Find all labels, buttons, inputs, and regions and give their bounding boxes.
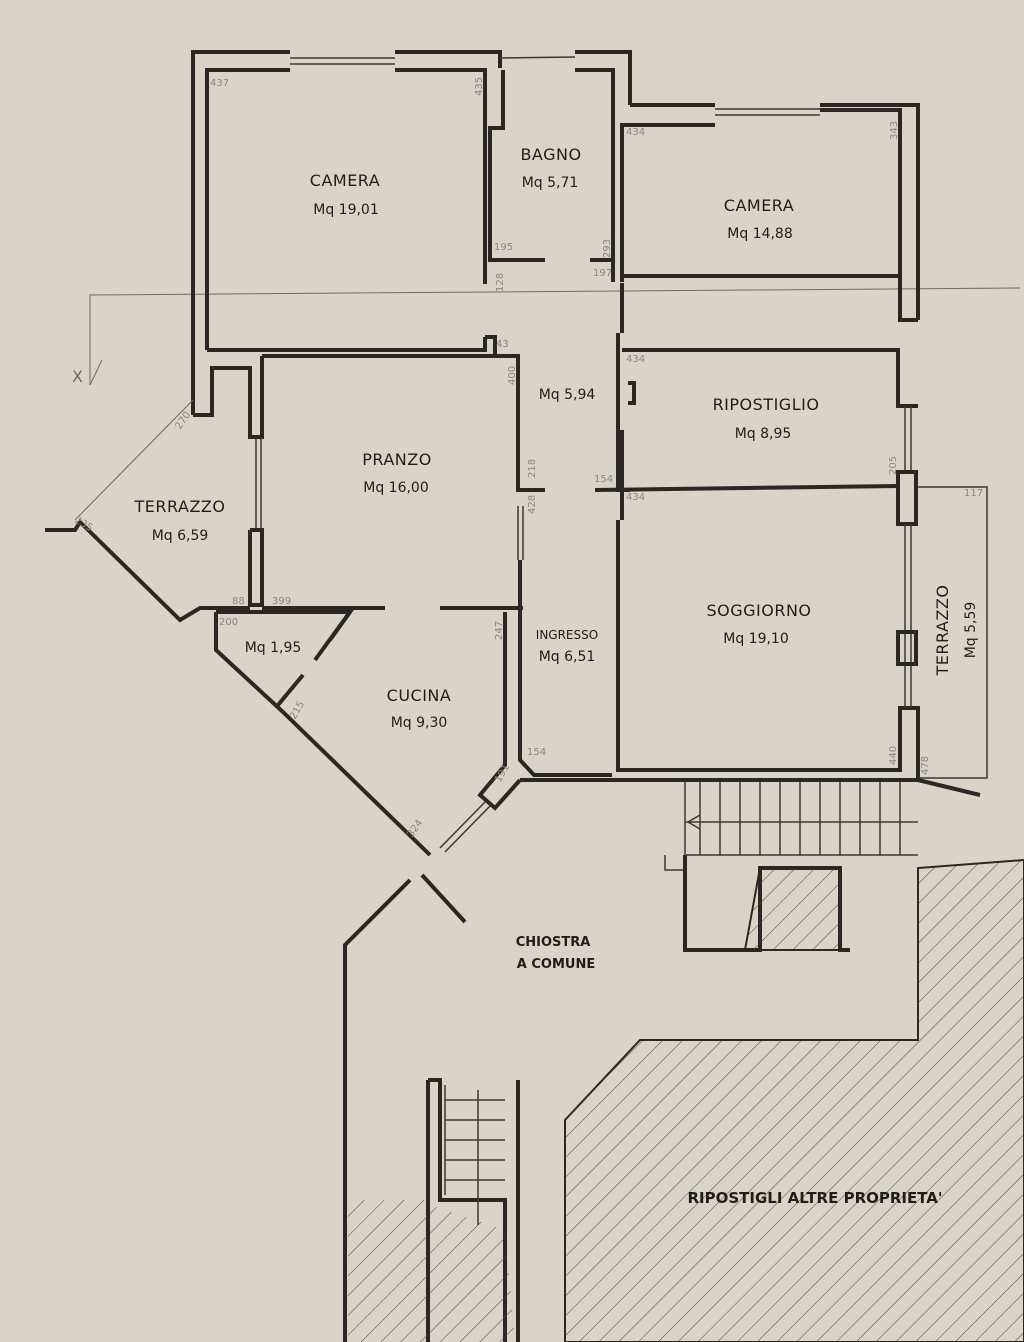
room-name: BAGNO [520,145,581,164]
room-camera-1: CAMERA Mq 19,01 [310,171,380,218]
chiostra-label-2: A COMUNE [517,957,595,972]
room-area: Mq 5,59 [963,602,979,659]
chiostra-label: CHIOSTRA [516,935,591,950]
dimension: 154 [527,747,546,758]
hatched-lower-mid [430,1205,515,1342]
dimension: 218 [527,459,538,478]
room-pranzo: PRANZO Mq 16,00 [362,450,432,496]
dimension: 440 [888,746,899,765]
room-terrazzo-1: TERRAZZO Mq 6,59 [134,497,226,544]
room-camera-2: CAMERA Mq 14,88 [724,196,794,242]
room-area: Mq 9,30 [391,715,448,731]
dimension: 437 [210,78,229,89]
room-name: SOGGIORNO [706,601,811,620]
dimension: 270 [173,410,193,432]
room-area: Mq 14,88 [727,226,793,242]
room-area: Mq 8,95 [735,426,792,442]
dimension: 200 [219,617,238,628]
section-line: X [72,287,1021,386]
room-area: Mq 16,00 [363,480,429,496]
dimension: 478 [920,756,931,775]
room-ripostiglio: RIPOSTIGLIO Mq 8,95 [713,395,820,442]
dimension: 434 [626,492,645,503]
room-terrazzo-2: TERRAZZO Mq 5,59 [933,585,979,677]
room-area: Mq 5,94 [539,387,596,403]
dimension: 215 [288,699,307,721]
dimension: 434 [626,127,645,138]
dimension: 117 [964,488,983,499]
room-name: CAMERA [310,171,380,190]
hatched-lower-left [348,1200,428,1342]
room-ingresso: INGRESSO Mq 6,51 [536,628,598,665]
room-ripostiglino: Mq 1,95 [245,640,302,656]
dimension: 128 [495,273,506,292]
room-name: TERRAZZO [933,585,952,677]
dimension: 324 [405,818,425,840]
staircase-upper [684,782,918,856]
dimension: 205 [888,456,899,475]
dimension: 191 [493,762,512,784]
dimension: 197 [593,268,612,279]
dimension: 435 [474,77,485,96]
room-name: PRANZO [362,450,432,469]
room-disimpegno: Mq 5,94 [539,387,596,403]
dimension: 428 [527,495,538,514]
dimension: 343 [889,121,900,140]
dimension: 247 [494,621,505,640]
room-name: TERRAZZO [134,497,226,516]
dimension: 195 [494,242,513,253]
room-area: Mq 19,10 [723,631,789,647]
dimension: 293 [602,239,613,258]
room-area: Mq 6,51 [539,649,596,665]
dimension: 88 [232,596,245,607]
dimension: 399 [272,596,291,607]
room-cucina: CUCINA Mq 9,30 [387,686,452,731]
hatched-other-properties [564,858,1024,1342]
room-soggiorno: SOGGIORNO Mq 19,10 [706,601,811,647]
dimension: 43 [496,339,509,350]
room-area: Mq 1,95 [245,640,302,656]
staircase-lower [444,1085,505,1225]
dimension: 400 [507,366,518,385]
hatched-storage-block [743,867,841,951]
room-area: Mq 19,01 [313,202,379,218]
section-mark-label: X [72,367,83,386]
room-name: CUCINA [387,686,452,705]
room-bagno: BAGNO Mq 5,71 [520,145,581,191]
room-name: INGRESSO [536,628,598,642]
room-area: Mq 5,71 [522,175,579,191]
dimension: 154 [594,474,613,485]
room-name: CAMERA [724,196,794,215]
room-area: Mq 6,59 [152,528,209,544]
room-name: RIPOSTIGLIO [713,395,820,414]
other-properties-label: RIPOSTIGLI ALTRE PROPRIETA' [687,1189,942,1207]
dimension-labels: 437 435 195 293 197 128 43 400 434 343 4… [73,77,984,840]
walls [45,50,988,1342]
dimension: 434 [626,354,645,365]
